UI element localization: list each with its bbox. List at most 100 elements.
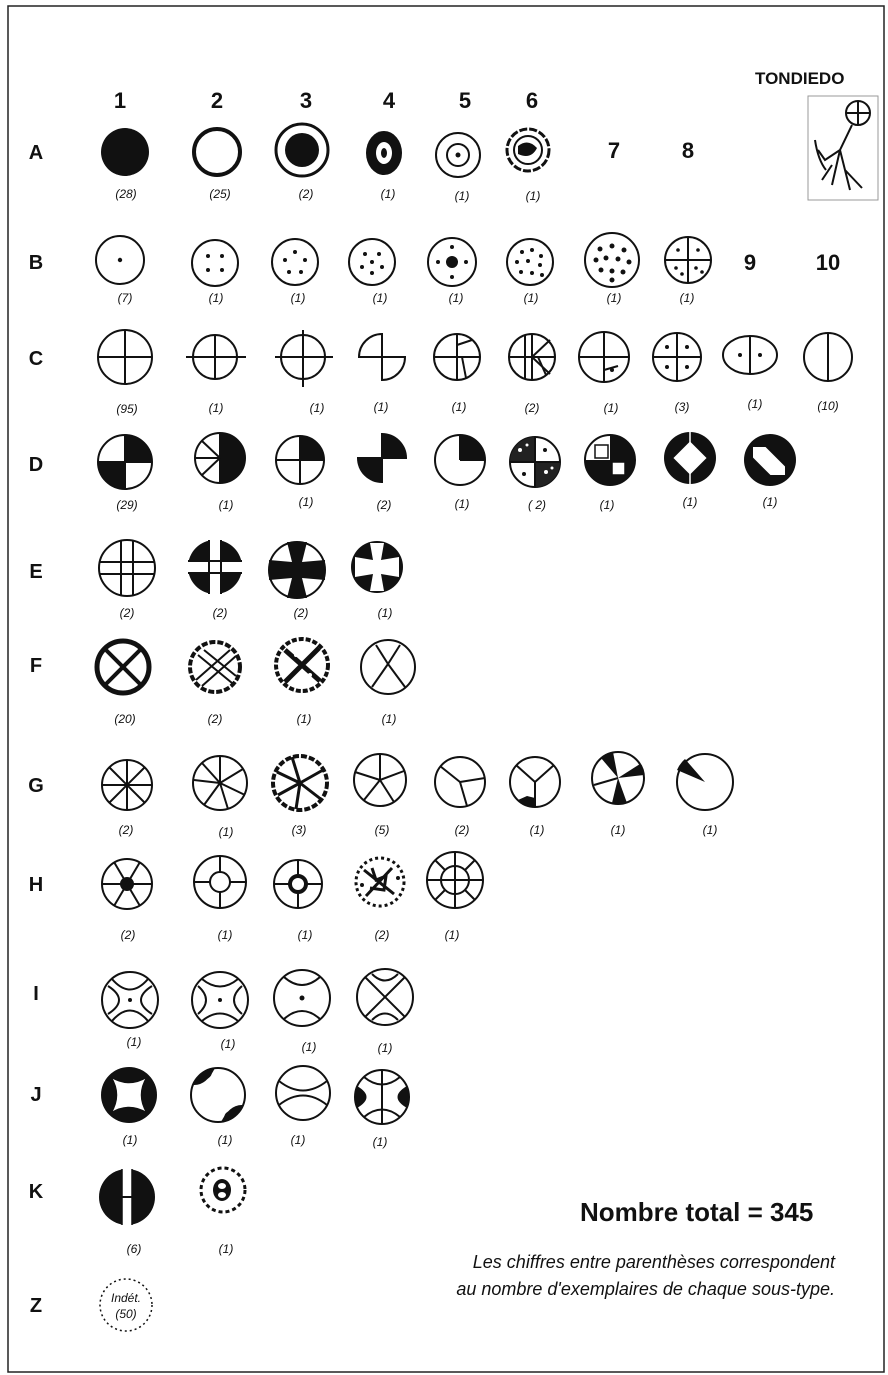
count-D7: (1) [600, 498, 615, 512]
count-C2: (1) [209, 401, 224, 415]
symbol-G5 [435, 757, 485, 807]
count-G6: (1) [530, 823, 545, 837]
symbol-C6 [509, 334, 555, 380]
symbol-E3 [269, 542, 325, 598]
symbol-K1 [99, 1169, 155, 1225]
symbol-G1 [102, 760, 152, 810]
symbol-C8 [653, 333, 701, 381]
symbol-J4 [355, 1070, 410, 1124]
count-A3: (2) [299, 187, 314, 201]
symbol-E1 [99, 540, 155, 596]
indet-count: (50) [115, 1307, 136, 1321]
symbol-C9 [723, 336, 777, 374]
symbol-B3 [272, 239, 318, 285]
count-G7: (1) [611, 823, 626, 837]
column-header-9: 9 [744, 250, 756, 275]
count-D4: (2) [377, 498, 392, 512]
count-H4: (2) [375, 928, 390, 942]
symbol-D9 [744, 434, 796, 486]
column-header-7: 7 [608, 138, 620, 163]
symbol-I1 [102, 972, 158, 1028]
count-C7: (1) [604, 401, 619, 415]
count-C1: (95) [116, 402, 137, 416]
count-D8: (1) [683, 495, 698, 509]
count-A1: (28) [115, 187, 136, 201]
count-C6: (2) [525, 401, 540, 415]
symbol-F3 [276, 639, 328, 691]
count-J4: (1) [373, 1135, 388, 1149]
count-B7: (1) [607, 291, 622, 305]
column-header-4: 4 [383, 88, 396, 113]
count-C8: (3) [675, 400, 690, 414]
symbol-A3 [276, 124, 328, 176]
note-line-2: au nombre d'exemplaires de chaque sous-t… [456, 1279, 835, 1299]
count-F3: (1) [297, 712, 312, 726]
symbol-B2 [192, 240, 238, 286]
row-label-H: H [29, 874, 43, 896]
count-H3: (1) [298, 928, 313, 942]
symbol-J2 [191, 1068, 245, 1122]
symbol-I4 [357, 969, 413, 1025]
row-label-I: I [33, 983, 39, 1005]
symbol-I2 [192, 972, 248, 1028]
symbol-F1 [97, 641, 149, 693]
symbol-E2 [188, 540, 242, 594]
symbol-F4 [361, 640, 415, 694]
indet-label: Indét. [111, 1291, 141, 1305]
count-J2: (1) [218, 1133, 233, 1147]
symbol-B7 [585, 233, 639, 287]
count-J1: (1) [123, 1133, 138, 1147]
symbol-C1 [98, 330, 152, 384]
row-label-K: K [29, 1181, 44, 1203]
count-H1: (2) [121, 928, 136, 942]
count-I4: (1) [378, 1041, 393, 1055]
symbol-H2 [194, 856, 246, 908]
count-C10: (10) [817, 399, 838, 413]
count-G5: (2) [455, 823, 470, 837]
symbol-H5 [427, 852, 483, 908]
rock-art-thumbnail [808, 96, 878, 200]
symbol-H4 [356, 858, 404, 906]
count-D9: (1) [763, 495, 778, 509]
symbol-D6 [510, 437, 560, 487]
count-G4: (5) [375, 823, 390, 837]
symbol-D2 [195, 433, 245, 483]
count-I3: (1) [302, 1040, 317, 1054]
row-label-E: E [29, 561, 42, 583]
symbol-C7 [579, 332, 629, 382]
count-B5: (1) [449, 291, 464, 305]
count-C4: (1) [374, 400, 389, 414]
row-label-F: F [30, 655, 42, 677]
count-E1: (2) [120, 606, 135, 620]
count-C9: (1) [748, 397, 763, 411]
count-I2: (1) [221, 1037, 236, 1051]
count-B6: (1) [524, 291, 539, 305]
count-B1: (7) [118, 291, 133, 305]
symbol-G7 [592, 752, 644, 804]
symbol-A5 [436, 133, 480, 177]
column-header-5: 5 [459, 88, 471, 113]
symbol-A6 [507, 129, 549, 171]
column-header-8: 8 [682, 138, 694, 163]
symbol-F2 [190, 642, 240, 692]
symbol-H1 [102, 859, 152, 909]
symbol-B8 [665, 237, 711, 283]
symbol-D1 [98, 435, 152, 489]
count-H2: (1) [218, 928, 233, 942]
count-E2: (2) [213, 606, 228, 620]
note-line-1: Les chiffres entre parenthèses correspon… [473, 1252, 836, 1272]
count-K1: (6) [127, 1242, 142, 1256]
count-A4: (1) [381, 187, 396, 201]
row-label-Z: Z [30, 1295, 42, 1317]
row-label-J: J [30, 1084, 41, 1106]
column-header-2: 2 [211, 88, 223, 113]
symbol-D3 [276, 436, 324, 484]
count-K2: (1) [219, 1242, 234, 1256]
symbol-H3 [274, 860, 322, 908]
count-G3: (3) [292, 823, 307, 837]
symbol-K2 [201, 1168, 245, 1212]
count-D2: (1) [219, 498, 234, 512]
symbol-D8 [664, 432, 716, 484]
symbol-A2 [194, 129, 240, 175]
count-D3: (1) [299, 495, 314, 509]
